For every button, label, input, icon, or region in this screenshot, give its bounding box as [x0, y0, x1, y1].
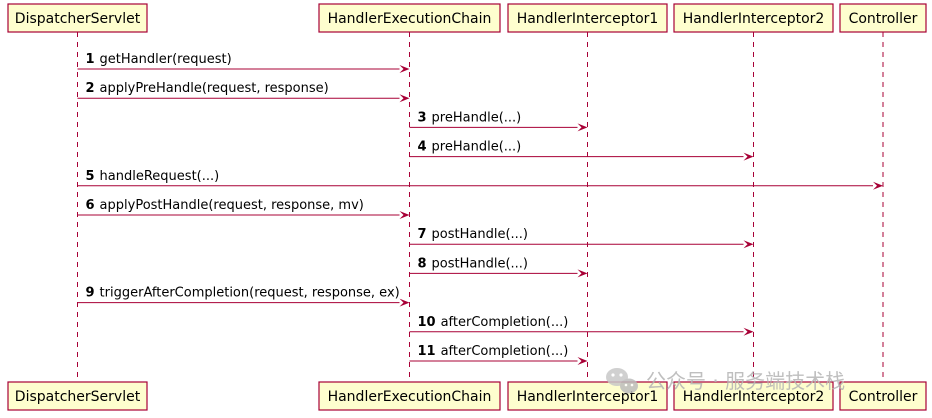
message-text: getHandler(request) [100, 52, 232, 67]
message-label: 3 preHandle(...) [418, 110, 522, 125]
watermark: 公众号 · 服务端技术栈 [606, 368, 845, 394]
arrow-head-icon [743, 152, 754, 161]
watermark-text: 公众号 · 服务端技术栈 [646, 369, 845, 393]
participant-box [318, 3, 501, 33]
message-text: applyPostHandle(request, response, mv) [100, 198, 364, 213]
message-label: 9 triggerAfterCompletion(request, respons… [86, 286, 400, 301]
message-label: 10 afterCompletion(...) [418, 315, 569, 330]
participant-box [839, 381, 927, 411]
message-label: 11 afterCompletion(...) [418, 344, 569, 359]
message-label: 2 applyPreHandle(request, response) [86, 81, 329, 96]
arrow-head-icon [399, 94, 410, 103]
participant-label: HandlerExecutionChain [328, 11, 492, 27]
message-7: 7 postHandle(...) [409, 227, 754, 249]
participant-interceptor1-bottom: HandlerInterceptor1 [507, 381, 668, 411]
participant-label: Controller [849, 389, 918, 405]
message-number: 8 [418, 256, 427, 271]
participant-box [673, 381, 834, 411]
arrow-head-icon [399, 211, 410, 219]
message-8: 8 postHandle(...) [409, 256, 588, 278]
message-number: 11 [418, 344, 436, 359]
message-2: 2 applyPreHandle(request, response) [77, 81, 410, 103]
message-text: postHandle(...) [432, 256, 528, 271]
participant-controller-bottom: Controller [839, 381, 927, 411]
message-text: preHandle(...) [432, 140, 522, 155]
message-3: 3 preHandle(...) [409, 110, 588, 132]
message-number: 4 [418, 140, 427, 155]
message-number: 5 [86, 169, 95, 184]
message-text: postHandle(...) [432, 227, 528, 242]
arrow-head-icon [399, 298, 410, 307]
participant-label: HandlerExecutionChain [328, 389, 492, 405]
arrow-head-icon [577, 269, 588, 278]
participant-chain-bottom: HandlerExecutionChain [318, 381, 501, 411]
wechat-icon [606, 368, 638, 394]
message-text: afterCompletion(...) [441, 315, 569, 330]
message-10: 10 afterCompletion(...) [409, 315, 754, 336]
arrow-head-icon [873, 181, 883, 190]
participant-dispatcher-bottom: DispatcherServlet [7, 381, 148, 411]
message-9: 9 triggerAfterCompletion(request, respons… [77, 286, 410, 307]
participant-box [839, 3, 927, 33]
message-number: 2 [86, 81, 95, 96]
message-text: afterCompletion(...) [441, 344, 569, 359]
arrow-head-icon [743, 327, 754, 336]
message-5: 5 handleRequest(...) [77, 169, 883, 190]
message-4: 4 preHandle(...) [409, 140, 754, 161]
arrow-head-icon [577, 123, 588, 132]
participant-interceptor2-top: HandlerInterceptor2 [673, 3, 834, 33]
message-6: 6 applyPostHandle(request, response, mv) [77, 198, 410, 219]
message-text: handleRequest(...) [100, 169, 220, 184]
message-text: preHandle(...) [432, 110, 522, 125]
arrow-head-icon [577, 357, 588, 365]
participant-dispatcher-top: DispatcherServlet [7, 3, 148, 33]
message-number: 10 [418, 315, 436, 330]
participant-box [507, 381, 668, 411]
message-label: 4 preHandle(...) [418, 140, 522, 155]
message-number: 9 [86, 286, 95, 301]
participant-controller-top: Controller [839, 3, 927, 33]
participant-box [507, 3, 668, 33]
message-number: 6 [86, 198, 95, 213]
message-number: 7 [418, 227, 427, 242]
message-1: 1 getHandler(request) [77, 52, 410, 73]
participant-box [318, 381, 501, 411]
message-number: 1 [86, 52, 95, 67]
message-label: 1 getHandler(request) [86, 52, 232, 67]
message-label: 5 handleRequest(...) [86, 169, 220, 184]
message-label: 8 postHandle(...) [418, 256, 529, 271]
message-text: triggerAfterCompletion(request, response… [100, 286, 400, 301]
arrow-head-icon [743, 240, 754, 249]
participant-interceptor1-top: HandlerInterceptor1 [507, 3, 668, 33]
message-label: 6 applyPostHandle(request, response, mv) [86, 198, 364, 213]
message-label: 7 postHandle(...) [418, 227, 529, 242]
participant-chain-top: HandlerExecutionChain [318, 3, 501, 33]
participant-label: HandlerInterceptor1 [517, 11, 659, 27]
participant-label: HandlerInterceptor2 [683, 11, 825, 27]
participant-box [7, 3, 148, 33]
participant-label: HandlerInterceptor1 [517, 389, 659, 405]
arrow-head-icon [399, 65, 410, 73]
participant-label: DispatcherServlet [15, 11, 141, 27]
participant-label: DispatcherServlet [15, 389, 141, 405]
participant-box [673, 3, 834, 33]
message-number: 3 [418, 110, 427, 125]
participant-label: Controller [849, 11, 918, 27]
participant-interceptor2-bottom: HandlerInterceptor2 [673, 381, 834, 411]
message-text: applyPreHandle(request, response) [100, 81, 329, 96]
message-11: 11 afterCompletion(...) [409, 344, 588, 365]
participant-label: HandlerInterceptor2 [683, 389, 825, 405]
participant-box [7, 381, 148, 411]
